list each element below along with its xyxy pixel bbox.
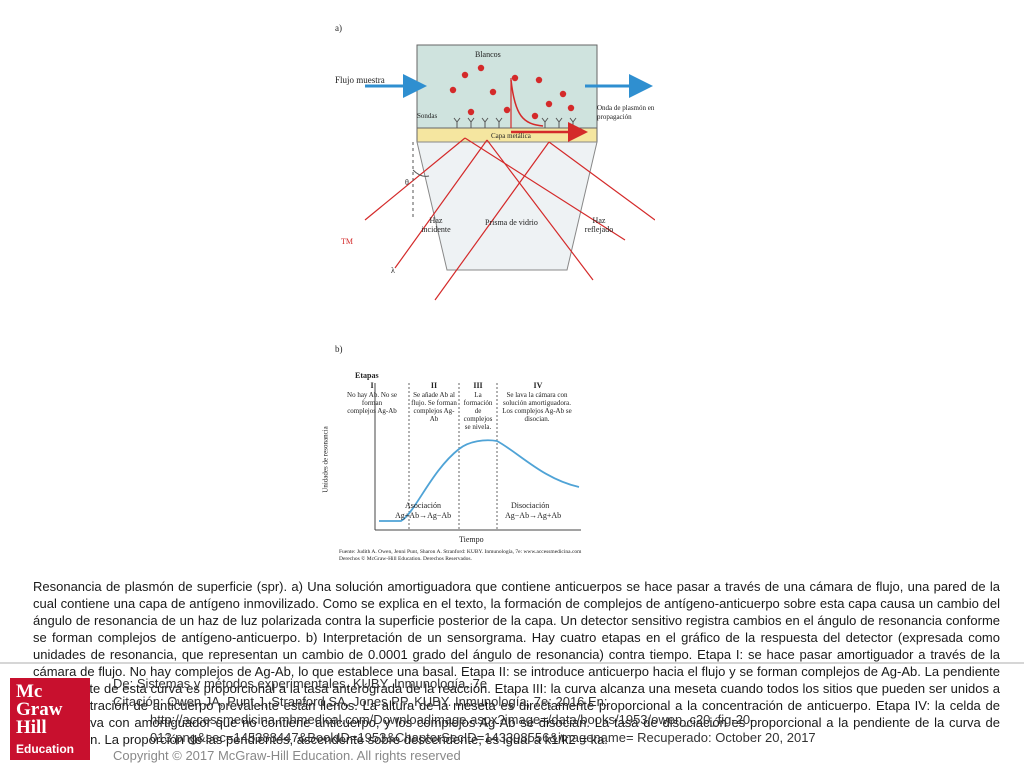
reflected-beam-label: Haz reflejado bbox=[584, 216, 614, 234]
glass-prism bbox=[416, 141, 598, 271]
dissociation-label: Disociación bbox=[511, 501, 550, 510]
citation-url-2[interactable]: 013.png&sec=145388447&BookID=1953&Chapte… bbox=[150, 730, 816, 745]
stage-4-desc: Se lava la cámara con solución amortigua… bbox=[502, 391, 572, 423]
citation-authors: Citación: Owen JA, Punt J, Stranford SA,… bbox=[113, 694, 608, 709]
incident-beam-label: Haz incidente bbox=[421, 216, 451, 234]
stages-title: Etapas bbox=[355, 371, 379, 380]
theta-label: θ bbox=[405, 178, 409, 187]
figure-caption: Resonancia de plasmón de superficie (spr… bbox=[33, 579, 1000, 747]
stage-1-desc: No hay Ab. No se forman complejos Ag-Ab bbox=[347, 391, 397, 415]
sensorgram-plot bbox=[374, 383, 581, 531]
probes bbox=[453, 117, 577, 128]
citation-title: De: Sistemas y métodos experimentales, K… bbox=[113, 676, 488, 691]
stage-1-number: I bbox=[370, 381, 374, 390]
citation-url-1[interactable]: http://accessmedicina.mhmedical.com/Down… bbox=[150, 712, 755, 727]
tm-label: TM bbox=[341, 237, 353, 246]
spr-diagram bbox=[364, 44, 655, 301]
lambda-label: λ bbox=[391, 266, 395, 275]
x-axis-label: Tiempo bbox=[459, 535, 484, 544]
sensorgram-curve bbox=[379, 439, 580, 522]
panel-b-label: b) bbox=[335, 344, 343, 354]
copyright-notice: Copyright © 2017 McGraw-Hill Education. … bbox=[113, 748, 461, 763]
association-equation: Ag+Ab→Ag−Ab bbox=[395, 511, 452, 520]
stage-dividers bbox=[408, 383, 498, 530]
mcgraw-hill-logo: Mc Graw Hill Education bbox=[10, 678, 90, 760]
probes-label: Sondas bbox=[417, 112, 438, 120]
panel-a-label: a) bbox=[335, 23, 342, 33]
stage-3-number: III bbox=[473, 381, 483, 390]
target-dots bbox=[449, 64, 575, 120]
metal-layer-label: Capa metálica bbox=[491, 132, 531, 140]
figure-b-sensorgram: b) Etapas I II III IV No hay Ab. No se f… bbox=[322, 344, 595, 570]
figure-a-spr-apparatus: a) Flujo muestra Blancos Sondas Onda de … bbox=[335, 20, 655, 350]
dissociation-equation: Ag−Ab→Ag+Ab bbox=[505, 511, 562, 520]
light-beams bbox=[364, 137, 655, 301]
plasmon-wave-label: Onda de plasmón en propagación bbox=[597, 104, 655, 121]
stage-2-desc: Se añade Ab al flujo. Se forman complejo… bbox=[411, 391, 457, 423]
y-axis-label: Unidades de resonancia bbox=[321, 426, 330, 493]
stage-2-number: II bbox=[430, 381, 438, 390]
glass-prism-label: Prisma de vidrio bbox=[485, 218, 538, 227]
sample-flow-label: Flujo muestra bbox=[335, 75, 385, 85]
flow-chamber bbox=[416, 44, 598, 131]
stage-4-number: IV bbox=[533, 381, 543, 390]
stage-3-desc: La formación de complejos se nivela. bbox=[463, 391, 493, 431]
plasmon-wave-curve bbox=[510, 79, 544, 127]
figure-source: Fuente: Judith A. Owen, Jenni Punt, Shar… bbox=[339, 549, 582, 562]
association-label: Asociación bbox=[405, 501, 441, 510]
footer-divider bbox=[0, 662, 1024, 664]
targets-label: Blancos bbox=[475, 50, 501, 59]
